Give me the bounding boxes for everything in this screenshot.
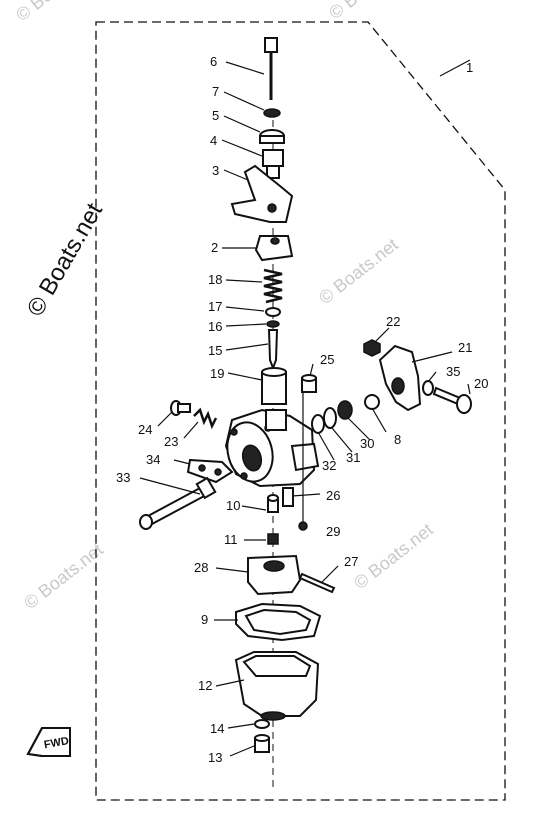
gasket-9 <box>235 602 322 642</box>
callout-23: 23 <box>164 434 178 449</box>
callout-17: 17 <box>208 299 222 314</box>
callout-19: 19 <box>210 366 224 381</box>
drain-screw-13 <box>254 734 270 753</box>
callout-7: 7 <box>212 84 219 99</box>
callout-16: 16 <box>208 319 222 334</box>
throttle-valve-19 <box>261 367 287 405</box>
callout-35: 35 <box>446 364 460 379</box>
side-watermark: © Boats.net <box>22 198 108 321</box>
float-28 <box>247 554 302 596</box>
washer-35 <box>422 380 434 396</box>
callout-24: 24 <box>138 422 152 437</box>
callout-6: 6 <box>210 54 217 69</box>
callout-32: 32 <box>322 458 336 473</box>
callout-29: 29 <box>326 524 340 539</box>
fwd-arrow-icon: FWD <box>26 727 71 757</box>
callout-10: 10 <box>226 498 240 513</box>
washer-31 <box>323 407 337 429</box>
callout-1: 1 <box>466 60 473 75</box>
ring-8 <box>364 394 380 410</box>
callout-14: 14 <box>210 721 224 736</box>
needle-15 <box>267 329 279 371</box>
washer-30 <box>337 400 353 420</box>
callout-8: 8 <box>394 432 401 447</box>
plug-25 <box>301 374 317 393</box>
assembly-boundary <box>95 21 506 801</box>
float-bowl-12 <box>234 651 320 721</box>
carburetor-body-1 <box>224 408 320 488</box>
washer-14 <box>254 719 270 729</box>
gasket-34 <box>186 458 234 484</box>
callout-11: 11 <box>224 532 238 547</box>
spring-23 <box>193 407 218 430</box>
callout-18: 18 <box>208 272 222 287</box>
screw-24 <box>170 400 191 416</box>
jet-11 <box>267 533 279 545</box>
cap-2 <box>254 235 294 262</box>
spring-18 <box>263 268 283 304</box>
screw-6 <box>264 37 278 100</box>
callout-30: 30 <box>360 436 374 451</box>
callout-12: 12 <box>198 678 212 693</box>
callout-9: 9 <box>201 612 208 627</box>
nut-22 <box>363 339 381 357</box>
callout-21: 21 <box>458 340 472 355</box>
nut-5 <box>259 129 285 144</box>
callout-20: 20 <box>474 376 488 391</box>
fwd-label: FWD <box>43 735 70 751</box>
washer-16 <box>266 320 280 328</box>
callout-4: 4 <box>210 133 217 148</box>
callout-labels: 1 2 3 4 5 6 7 8 9 10 11 12 13 14 15 16 1… <box>116 54 488 765</box>
part-26 <box>282 487 294 507</box>
callout-13: 13 <box>208 750 222 765</box>
watermark: © Boats.net <box>315 234 402 308</box>
callout-33: 33 <box>116 470 130 485</box>
callout-22: 22 <box>386 314 400 329</box>
washer-32 <box>311 414 325 434</box>
callout-26: 26 <box>326 488 340 503</box>
callout-27: 27 <box>344 554 358 569</box>
callout-28: 28 <box>194 560 208 575</box>
callout-15: 15 <box>208 343 222 358</box>
screw-29 <box>298 521 308 531</box>
screw-20 <box>432 386 472 414</box>
callout-25: 25 <box>320 352 334 367</box>
callout-31: 31 <box>346 450 360 465</box>
watermark: © Boats.net <box>350 519 437 593</box>
pin-27 <box>298 572 336 594</box>
callout-34: 34 <box>146 452 160 467</box>
shaft-33 <box>139 476 217 530</box>
bracket-3 <box>230 164 294 223</box>
jet-10 <box>267 494 279 513</box>
watermark: © Boats.net <box>325 0 412 23</box>
callout-3: 3 <box>212 163 219 178</box>
leader-lines <box>139 59 471 757</box>
watermark: © Boats.net <box>12 0 99 25</box>
plug-4 <box>262 149 284 179</box>
callout-5: 5 <box>212 108 219 123</box>
clip-17 <box>265 307 281 317</box>
watermark: © Boats.net <box>20 539 107 613</box>
washer-7 <box>263 108 281 118</box>
callout-2: 2 <box>211 240 218 255</box>
